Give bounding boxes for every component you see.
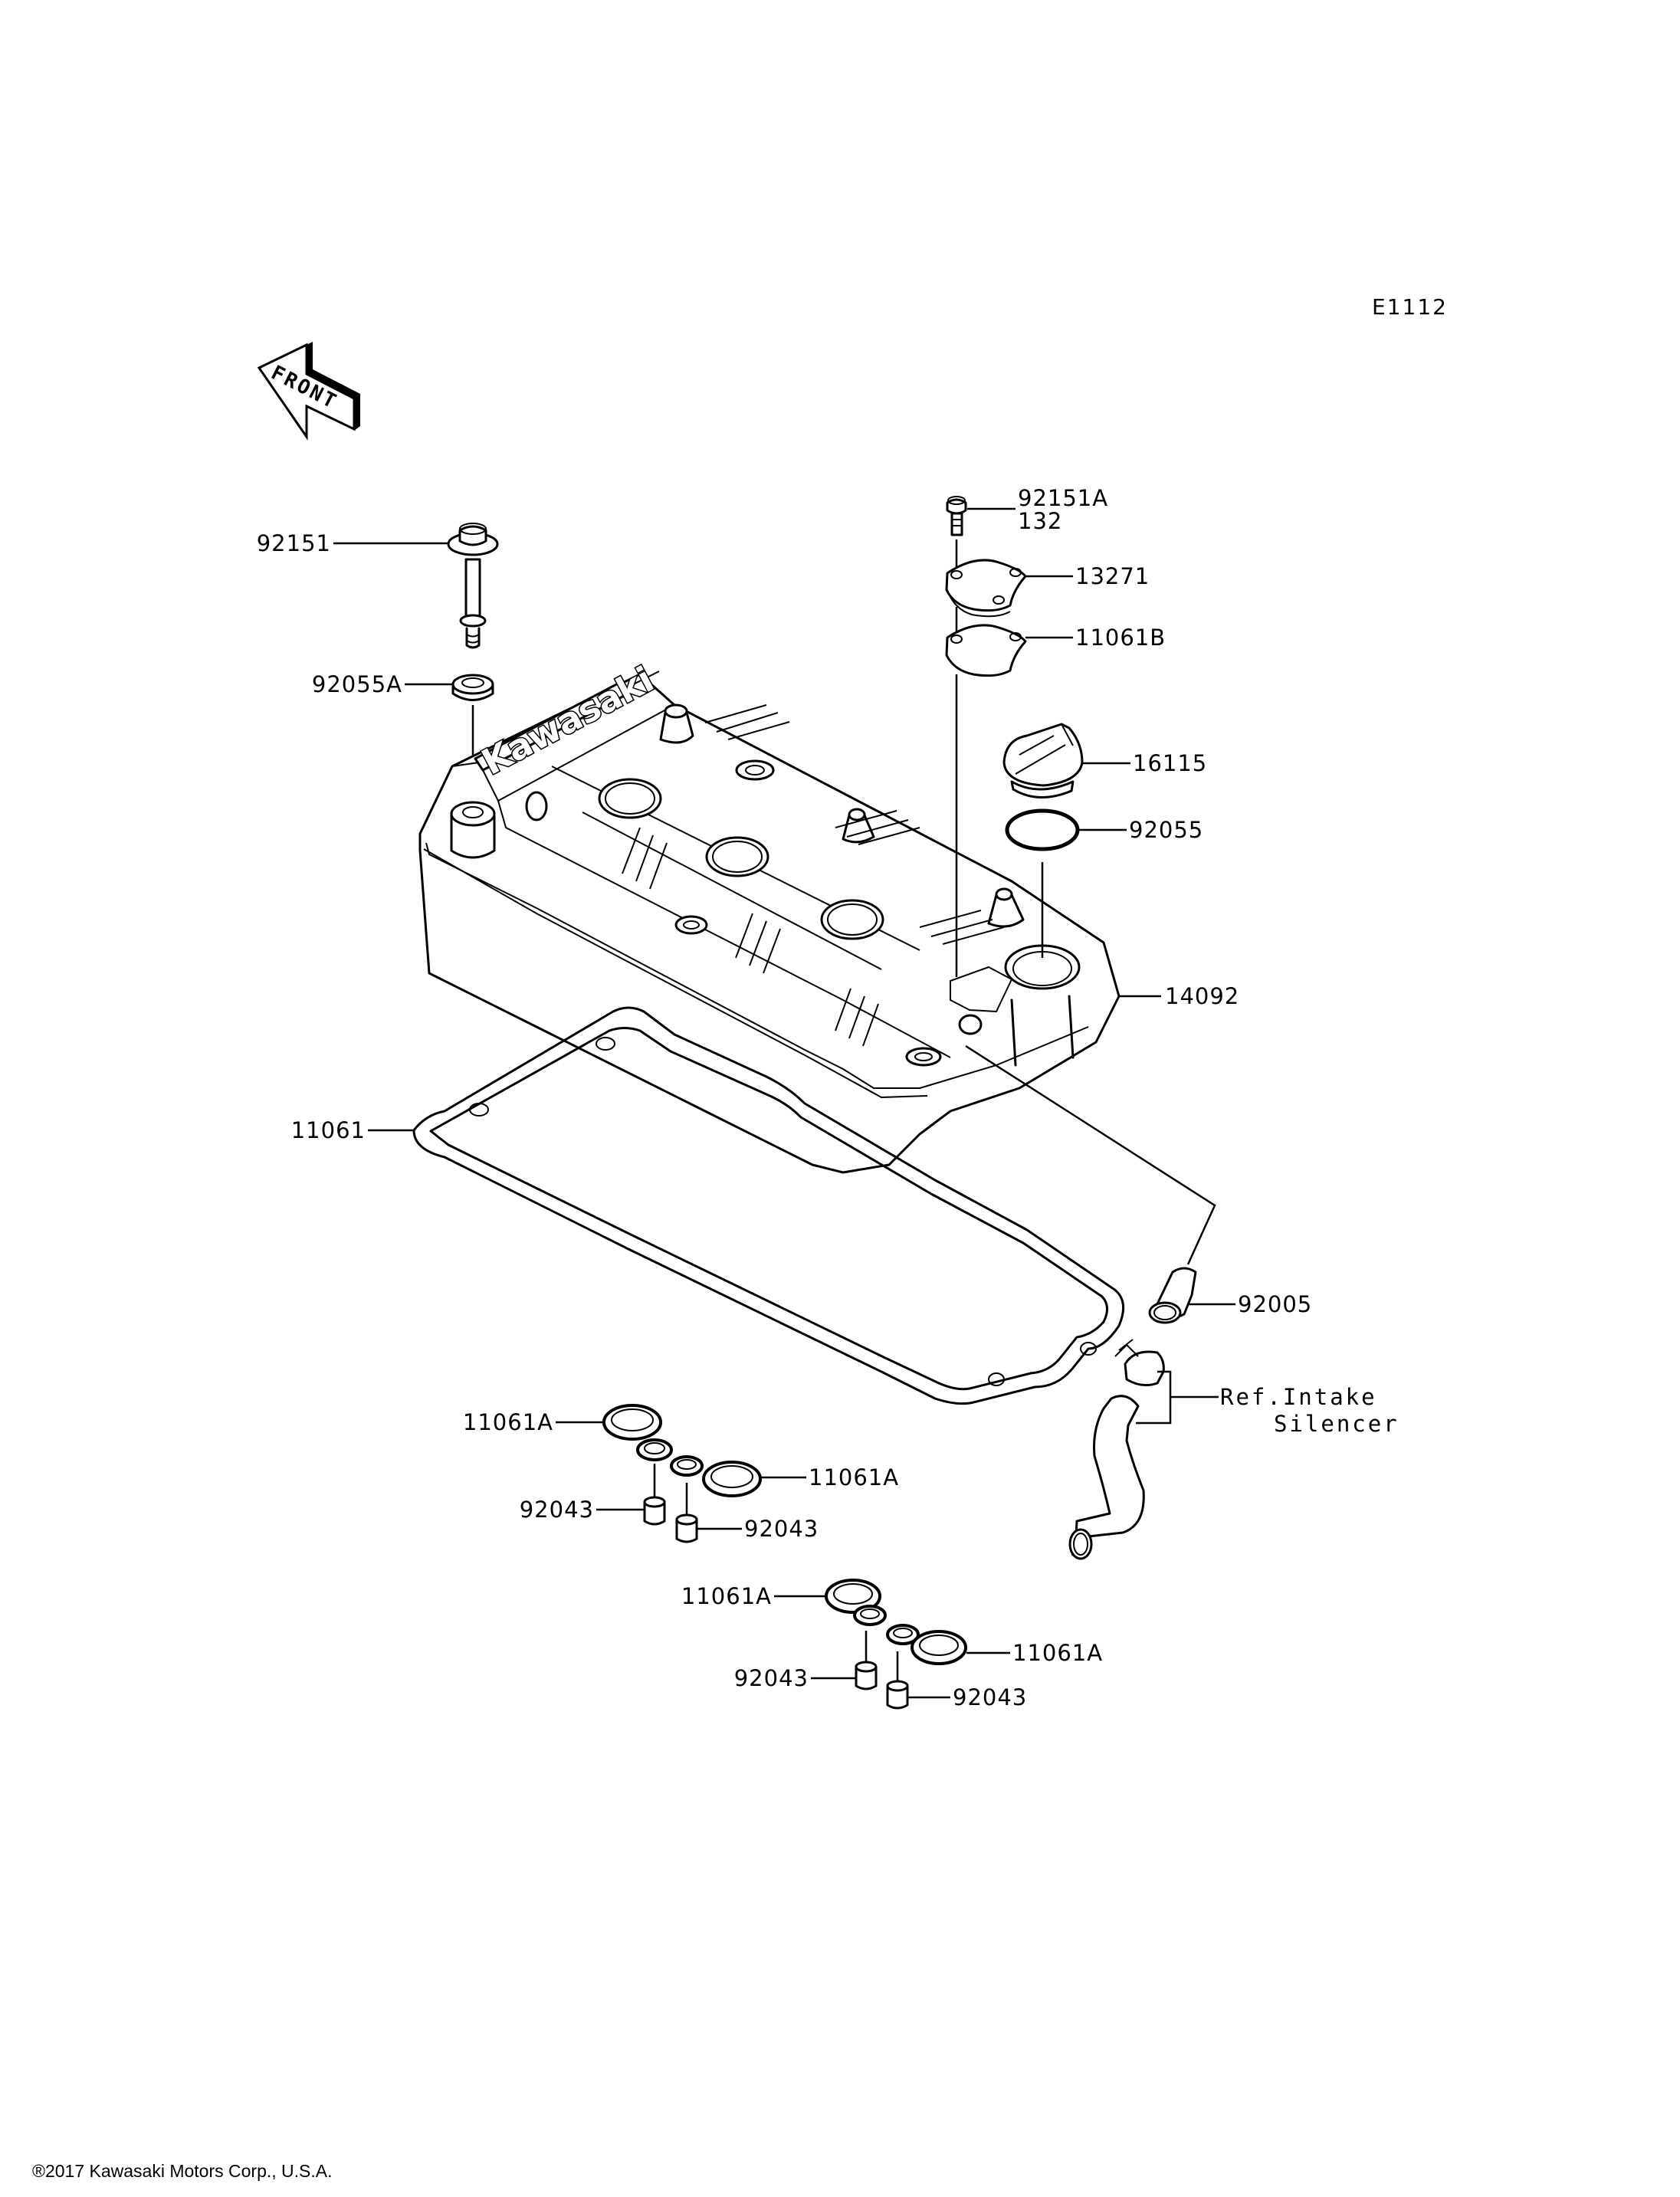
- part-92055[interactable]: [1005, 808, 1080, 851]
- label-11061A-2[interactable]: 11061A: [809, 1464, 899, 1490]
- label-132: 132: [1018, 508, 1062, 534]
- part-11061A-4: [911, 1630, 967, 1665]
- label-92151[interactable]: 92151: [257, 530, 331, 556]
- label-92055[interactable]: 92055: [1129, 817, 1203, 843]
- label-92151A[interactable]: 92151A: [1018, 485, 1108, 511]
- part-11061[interactable]: [412, 1006, 1125, 1405]
- part-16115[interactable]: [1002, 723, 1084, 798]
- label-11061[interactable]: 11061: [291, 1117, 366, 1143]
- label-11061A-4[interactable]: 11061A: [1012, 1640, 1103, 1666]
- front-arrow-icon: FRONT: [257, 342, 360, 441]
- plug-gasket-group-2[interactable]: [825, 1579, 967, 1710]
- part-92043-2: [675, 1513, 698, 1543]
- intake-hose[interactable]: [1068, 1339, 1165, 1560]
- label-92005[interactable]: 92005: [1238, 1291, 1312, 1317]
- label-silencer: Silencer: [1274, 1411, 1399, 1437]
- part-92043-4: [886, 1680, 909, 1710]
- part-11061A-3: [825, 1579, 881, 1614]
- part-92151[interactable]: [447, 523, 499, 649]
- label-13271[interactable]: 13271: [1075, 563, 1150, 589]
- part-11061A-2: [702, 1461, 762, 1497]
- label-92043-4[interactable]: 92043: [953, 1684, 1027, 1710]
- label-92055A[interactable]: 92055A: [312, 671, 402, 697]
- diagram-code: E1112: [1372, 294, 1448, 320]
- label-ref-intake: Ref.Intake: [1220, 1384, 1377, 1410]
- label-92043-1[interactable]: 92043: [520, 1497, 594, 1523]
- label-16115[interactable]: 16115: [1133, 750, 1207, 776]
- part-11061B[interactable]: [945, 624, 1027, 677]
- plug-gasket-group-1[interactable]: [602, 1404, 762, 1543]
- part-11061A-1: [602, 1404, 662, 1441]
- part-92043-1: [643, 1496, 666, 1526]
- part-13271[interactable]: [945, 559, 1027, 618]
- part-92005[interactable]: [1148, 1267, 1197, 1324]
- label-11061A-1[interactable]: 11061A: [463, 1409, 553, 1435]
- part-92043-3: [855, 1661, 878, 1690]
- part-92151A[interactable]: [946, 496, 967, 536]
- label-92043-3[interactable]: 92043: [734, 1665, 809, 1691]
- copyright-notice: ®2017 Kawasaki Motors Corp., U.S.A.: [32, 2161, 333, 2181]
- label-11061A-3[interactable]: 11061A: [681, 1583, 772, 1609]
- label-11061B[interactable]: 11061B: [1075, 625, 1166, 651]
- label-14092[interactable]: 14092: [1165, 983, 1239, 1009]
- label-92043-2[interactable]: 92043: [744, 1516, 819, 1542]
- part-92055A[interactable]: [451, 674, 494, 701]
